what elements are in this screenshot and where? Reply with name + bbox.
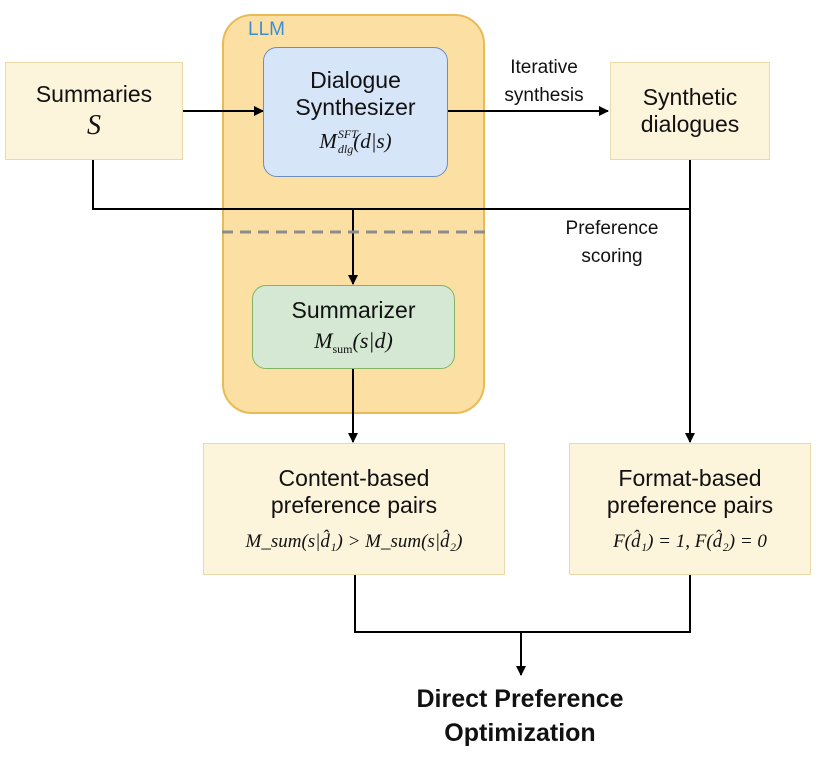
summaries-box: Summaries S [5,62,183,160]
preference-scoring-label: Preference scoring [542,217,682,269]
summarizer-formula: Msum(s|d) [314,328,393,357]
preference-line2: scoring [581,246,643,267]
summarizer-formula-main: M [314,328,333,353]
dpo-line1: Direct Preference [416,685,624,713]
pairs-merge-line [354,575,691,633]
synthetic-line1: Synthetic [642,84,738,110]
synthesizer-line2: Synthesizer [295,94,416,120]
content-pairs-line2: preference pairs [270,492,438,518]
preference-line1: Preference [565,218,659,239]
format-pairs-line2: preference pairs [606,492,774,518]
summarizer-formula-sub: sum [332,342,353,356]
synthesizer-line1: Dialogue [310,67,401,93]
iterative-line1: Iterative [510,57,578,78]
content-pairs-box: Content-based preference pairs M_sum(s|d… [203,443,505,575]
iterative-synthesis-label: Iterative synthesis [480,56,608,108]
synthetic-dialogues-box: Synthetic dialogues [610,62,770,160]
iterative-line2: synthesis [504,85,584,106]
dpo-output-label: Direct Preference Optimization [340,682,700,750]
synthesizer-formula-args: (d|s) [353,129,392,153]
summarizer-title: Summarizer [291,297,416,323]
format-pairs-line1: Format-based [618,465,762,491]
format-pairs-formula: F(d̂₁) = 1, F(d̂₂) = 0 [613,531,767,552]
summaries-scoring-line [92,160,690,210]
summarizer-formula-args: (s|d) [352,328,393,353]
llm-label: LLM [248,19,285,40]
synthesizer-formula: MSFTdlg(d|s) [319,127,391,157]
synthetic-line2: dialogues [640,111,740,137]
content-pairs-line1: Content-based [278,465,430,491]
content-pairs-formula: M_sum(s|d̂₁) > M_sum(s|d̂₂) [245,531,463,552]
synthesizer-formula-sup: SFT [337,127,358,141]
dialogue-synthesizer-box: Dialogue Synthesizer MSFTdlg(d|s) [263,47,448,177]
synthesizer-formula-sub: dlg [337,142,354,156]
synthesizer-formula-main: M [319,129,337,153]
summaries-title: Summaries [35,80,153,107]
summaries-symbol: S [87,109,101,141]
summarizer-box: Summarizer Msum(s|d) [252,285,455,369]
format-pairs-box: Format-based preference pairs F(d̂₁) = 1… [569,443,811,575]
dpo-line2: Optimization [444,719,596,747]
